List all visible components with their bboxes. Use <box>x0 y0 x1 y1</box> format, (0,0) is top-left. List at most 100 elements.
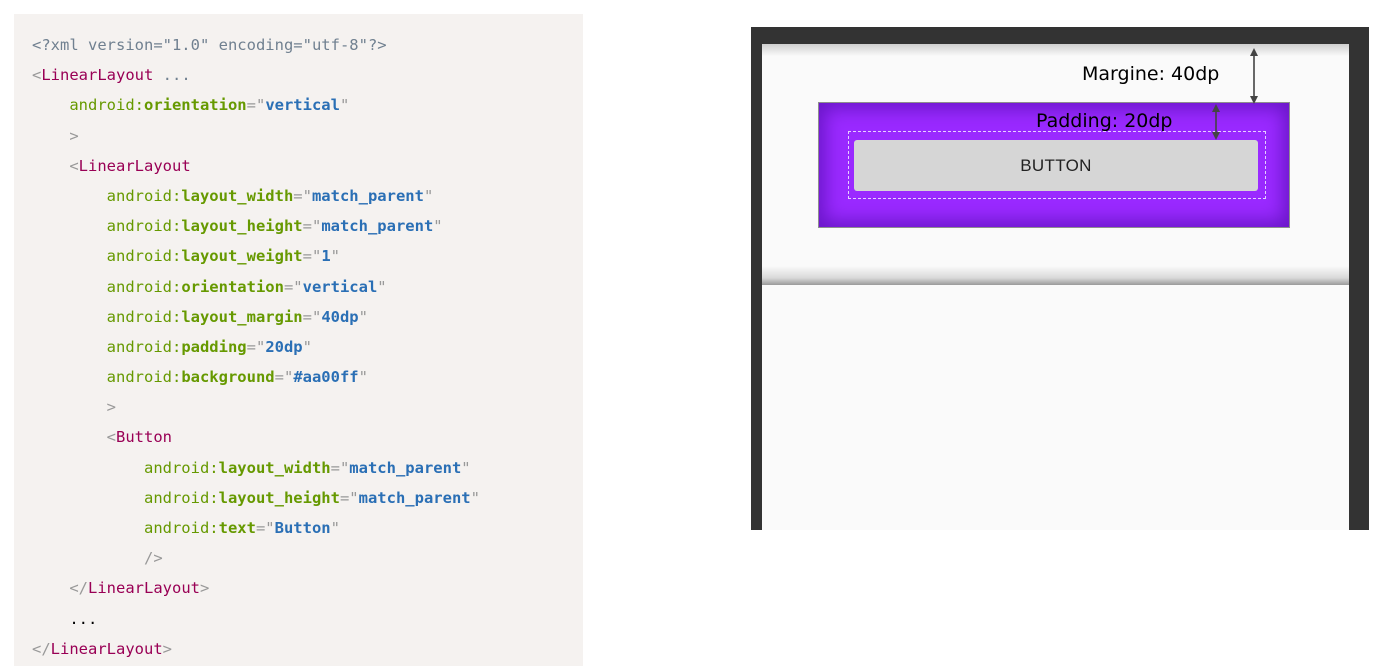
code-token: LinearLayout <box>88 579 200 598</box>
code-token: orientation <box>181 277 284 296</box>
code-token: " <box>339 96 350 115</box>
code-token <box>32 459 144 477</box>
code-token: ... <box>153 66 191 85</box>
code-token <box>32 96 69 114</box>
code-token <box>32 308 107 326</box>
code-token: " <box>358 368 368 387</box>
code-line: > <box>32 392 583 422</box>
code-token: android: <box>106 307 182 326</box>
margin-double-arrow-icon <box>1250 48 1258 104</box>
code-token: =" <box>339 488 359 507</box>
code-token: =" <box>302 247 322 266</box>
code-token: " <box>423 186 434 205</box>
padding-double-arrow-icon <box>1212 104 1220 140</box>
phone-preview-frame: BUTTON Margine: 40dp Padding: 20dp <box>751 27 1369 530</box>
code-token <box>32 127 69 145</box>
code-token <box>32 217 107 235</box>
code-token: < <box>32 66 42 85</box>
code-token: Button <box>116 428 172 447</box>
code-line: android:background="#aa00ff" <box>32 362 583 392</box>
code-token: layout_weight <box>181 247 303 266</box>
code-token: </ <box>69 579 88 598</box>
code-token: orientation <box>143 96 247 115</box>
code-line: android:text="Button" <box>32 513 583 543</box>
padding-guide-outline <box>848 131 1266 199</box>
code-line: ... <box>32 604 583 634</box>
code-line: /> <box>32 543 583 573</box>
code-token: =" <box>246 337 266 356</box>
code-token: < <box>106 428 116 447</box>
inner-linear-layout: BUTTON <box>818 102 1290 228</box>
code-token: padding <box>181 337 247 356</box>
code-line: android:layout_width="match_parent" <box>32 453 583 483</box>
code-token: /> <box>143 549 163 568</box>
code-line: android:layout_weight="1" <box>32 241 583 271</box>
code-token <box>32 579 69 597</box>
code-token: android: <box>106 186 182 205</box>
code-token: vertical <box>265 96 340 115</box>
code-token: =" <box>293 186 312 205</box>
code-token: ... <box>32 609 98 628</box>
code-token: android: <box>106 277 182 296</box>
code-token <box>32 247 107 265</box>
code-token <box>32 519 144 537</box>
code-line: android:orientation="vertical" <box>32 272 583 302</box>
code-panel: <?xml version="1.0" encoding="utf-8"?><L… <box>14 14 583 666</box>
code-token: android: <box>143 519 219 537</box>
code-token: " <box>433 217 443 236</box>
code-token: android: <box>106 217 182 236</box>
code-token: match_parent <box>358 488 471 507</box>
code-token: " <box>377 277 387 296</box>
code-token: match_parent <box>349 458 462 477</box>
code-token: > <box>162 639 172 658</box>
code-token: <?xml version="1.0" encoding="utf-8"?> <box>32 36 387 54</box>
code-token: 1 <box>321 247 331 266</box>
code-line: android:padding="20dp" <box>32 332 583 362</box>
code-token <box>32 398 107 416</box>
code-token <box>32 489 144 507</box>
margin-annotation-label: Margine: 40dp <box>1082 63 1220 85</box>
code-line: android:orientation="vertical" <box>32 90 583 120</box>
code-line: android:layout_height="match_parent" <box>32 483 583 513</box>
code-token: =" <box>330 458 350 477</box>
code-token: background <box>181 368 275 387</box>
code-token: layout_margin <box>181 307 303 326</box>
code-token: android: <box>106 368 182 387</box>
device-screen: BUTTON Margine: 40dp Padding: 20dp <box>762 44 1349 530</box>
code-token: text <box>218 519 256 537</box>
code-line: </LinearLayout> <box>32 573 583 603</box>
code-token: layout_width <box>218 458 331 477</box>
code-token: </ <box>32 639 51 658</box>
code-token <box>32 338 107 356</box>
code-token: " <box>330 519 340 537</box>
code-token <box>32 549 144 567</box>
code-token: match_parent <box>321 217 434 236</box>
code-token: android: <box>106 337 182 356</box>
code-token: =" <box>246 96 266 115</box>
code-token: #aa00ff <box>293 368 359 387</box>
code-token: LinearLayout <box>50 639 163 658</box>
code-line: <LinearLayout <box>32 151 583 181</box>
code-token <box>32 157 69 175</box>
code-token: > <box>199 579 210 598</box>
padding-annotation-label: Padding: 20dp <box>1036 110 1173 132</box>
code-token: vertical <box>302 277 378 296</box>
code-line: <LinearLayout ... <box>32 60 583 90</box>
code-token: =" <box>274 368 294 387</box>
code-token: layout_height <box>218 488 340 507</box>
code-line: </LinearLayout> <box>32 634 583 664</box>
code-token <box>32 278 107 296</box>
code-token: " <box>358 307 368 326</box>
code-token <box>32 368 107 386</box>
preview-button[interactable]: BUTTON <box>854 140 1258 191</box>
code-token: android: <box>143 488 219 507</box>
code-token: =" <box>302 217 322 236</box>
code-token: =" <box>283 277 303 296</box>
code-token: =" <box>255 519 275 537</box>
code-line: android:layout_margin="40dp" <box>32 302 583 332</box>
outer-linear-layout-area: BUTTON Margine: 40dp Padding: 20dp <box>762 44 1349 285</box>
code-token: android: <box>69 96 144 115</box>
code-token: 40dp <box>321 307 359 326</box>
code-token: LinearLayout <box>41 66 154 85</box>
code-token: > <box>69 126 79 145</box>
